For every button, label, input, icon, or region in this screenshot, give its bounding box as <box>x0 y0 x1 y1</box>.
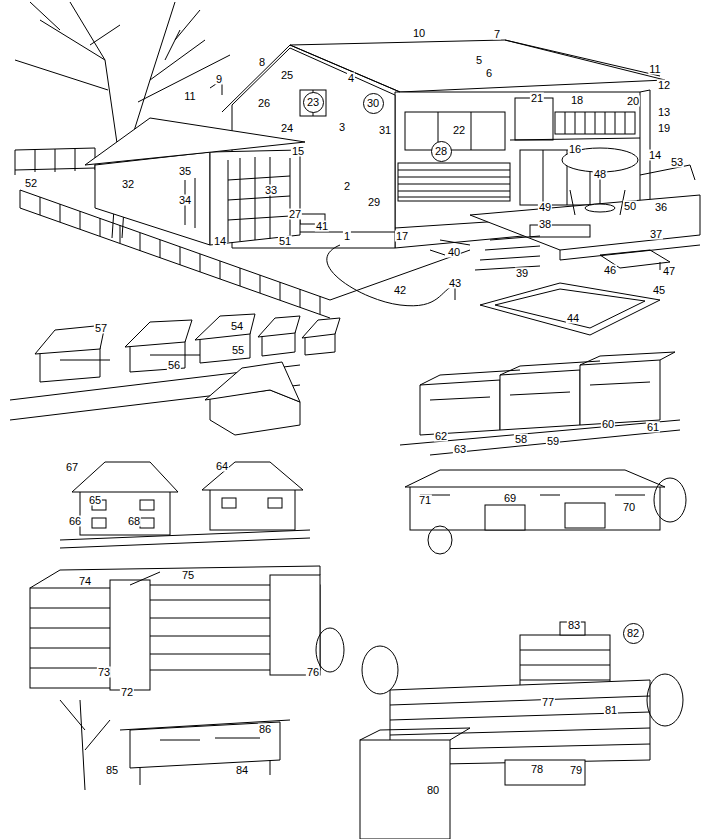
callout-number: 80 <box>426 785 440 796</box>
callout-number: 68 <box>127 516 141 527</box>
circled-number: 82 <box>623 623 644 644</box>
callout-number: 14 <box>648 150 662 161</box>
callout-number: 81 <box>604 705 618 716</box>
callout-number: 58 <box>514 434 528 445</box>
callout-number: 66 <box>68 516 82 527</box>
callout-number: 72 <box>120 687 134 698</box>
callout-number: 78 <box>530 764 544 775</box>
callout-number: 16 <box>568 144 582 155</box>
callout-number: 54 <box>230 321 244 332</box>
callout-number: 56 <box>167 360 181 371</box>
callout-number: 70 <box>622 502 636 513</box>
callout-number: 57 <box>94 323 108 334</box>
callout-number: 23 <box>307 97 319 108</box>
callout-number: 25 <box>280 70 294 81</box>
callout-number: 79 <box>569 765 583 776</box>
callout-number: 28 <box>435 146 447 157</box>
callout-number: 7 <box>493 29 501 40</box>
callout-number: 43 <box>448 278 462 289</box>
callout-number: 31 <box>378 125 392 136</box>
callout-number: 55 <box>231 345 245 356</box>
callout-number: 11 <box>183 91 196 102</box>
callout-number: 30 <box>367 98 379 109</box>
callout-number: 59 <box>546 436 560 447</box>
callout-number: 36 <box>654 202 668 213</box>
callout-number: 85 <box>105 765 119 776</box>
callout-number: 6 <box>485 68 493 79</box>
callout-number: 49 <box>538 202 552 213</box>
callout-number: 82 <box>627 628 639 639</box>
callout-number: 47 <box>662 266 676 277</box>
callout-number: 41 <box>315 221 329 232</box>
callout-number: 46 <box>603 265 617 276</box>
callout-number: 35 <box>178 166 192 177</box>
callout-number: 62 <box>434 431 448 442</box>
callout-number: 11 <box>648 64 661 75</box>
callout-number: 83 <box>567 620 581 631</box>
callout-number: 27 <box>288 209 302 220</box>
callout-number: 48 <box>593 169 607 180</box>
callout-number: 8 <box>258 57 266 68</box>
callout-number: 22 <box>452 125 466 136</box>
callout-number: 44 <box>566 313 580 324</box>
callout-number: 45 <box>652 285 666 296</box>
callout-number: 10 <box>412 28 426 39</box>
callout-number: 14 <box>213 236 227 247</box>
callout-number: 76 <box>306 667 320 678</box>
callout-number: 53 <box>670 157 684 168</box>
callout-number: 33 <box>264 185 278 196</box>
circled-number: 30 <box>363 93 384 114</box>
callout-number: 12 <box>657 80 671 91</box>
callout-number: 17 <box>395 231 409 242</box>
callout-number: 60 <box>601 419 615 430</box>
callout-number: 40 <box>447 247 461 258</box>
callout-number: 21 <box>530 93 544 104</box>
callout-number: 39 <box>515 268 529 279</box>
callout-number: 71 <box>418 495 432 506</box>
callout-number: 3 <box>338 122 346 133</box>
circled-number: 23 <box>303 92 324 113</box>
callout-number: 63 <box>453 444 467 455</box>
callout-number: 73 <box>97 667 111 678</box>
callout-number: 29 <box>367 197 381 208</box>
callout-number: 75 <box>181 570 195 581</box>
callout-number: 67 <box>65 462 79 473</box>
callout-number: 37 <box>649 229 663 240</box>
callout-number: 64 <box>215 461 229 472</box>
callout-number: 34 <box>178 195 192 206</box>
callout-number: 65 <box>88 495 102 506</box>
circled-number: 28 <box>431 141 452 162</box>
callout-number: 20 <box>626 96 640 107</box>
callout-number: 2 <box>343 181 351 192</box>
callout-number: 74 <box>78 576 92 587</box>
callout-number: 5 <box>475 55 483 66</box>
callout-number: 69 <box>503 493 517 504</box>
callout-number: 13 <box>657 107 671 118</box>
callout-number: 84 <box>235 765 249 776</box>
callout-number: 52 <box>24 178 38 189</box>
callout-number: 15 <box>291 146 305 157</box>
callout-number: 32 <box>121 179 135 190</box>
callout-number: 38 <box>538 219 552 230</box>
callout-number: 42 <box>393 285 407 296</box>
callout-number: 4 <box>347 73 355 84</box>
callout-number: 61 <box>646 422 660 433</box>
callout-number: 50 <box>623 201 637 212</box>
callout-number: 86 <box>258 724 272 735</box>
callout-number: 51 <box>278 236 292 247</box>
callout-number: 26 <box>257 98 271 109</box>
callout-number: 18 <box>570 95 584 106</box>
callout-number: 9 <box>215 74 223 85</box>
callout-number: 24 <box>280 123 294 134</box>
callout-number: 77 <box>541 697 555 708</box>
callout-number: 1 <box>343 231 351 242</box>
callout-number: 19 <box>657 123 671 134</box>
